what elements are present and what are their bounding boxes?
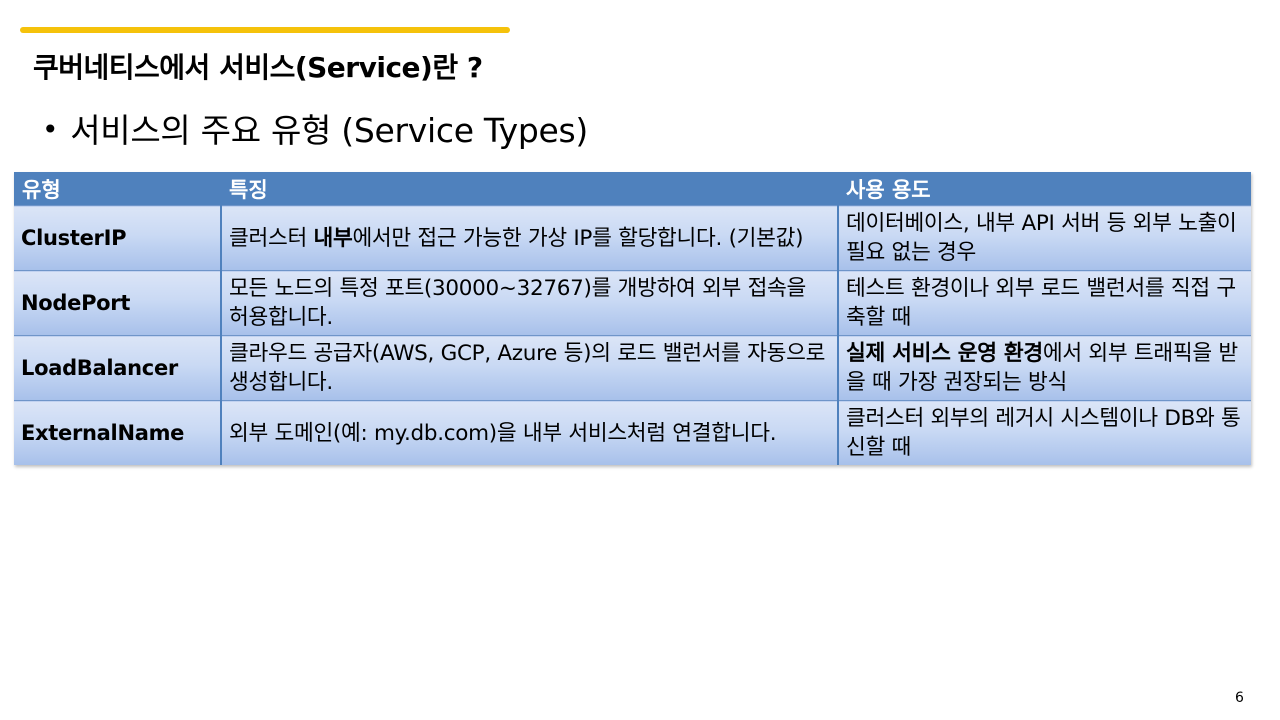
cell-usage: 실제 서비스 운영 환경에서 외부 트래픽을 받을 때 가장 권장되는 방식 [837,335,1251,401]
text: 클러스터 [229,225,314,251]
text: 데이터베이스, 내부 API 서버 등 외부 노출이 필요 없는 경우 [846,211,1237,265]
table-row: LoadBalancer 클라우드 공급자(AWS, GCP, Azure 등)… [14,335,1251,401]
text: 모든 노드의 특정 포트(30000~32767)를 개방하여 외부 접속을 허… [229,276,807,330]
cell-type: NodePort [14,270,221,336]
text: 클라우드 공급자(AWS, GCP, Azure 등)의 로드 밸런서를 자동으… [229,341,826,395]
header-type: 유형 [14,172,221,206]
cell-usage: 데이터베이스, 내부 API 서버 등 외부 노출이 필요 없는 경우 [837,205,1251,271]
text: 테스트 환경이나 외부 로드 밸런서를 직접 구축할 때 [846,276,1236,330]
bullet-item: • 서비스의 주요 유형 (Service Types) [42,104,588,152]
cell-type: LoadBalancer [14,335,221,401]
table-row: NodePort 모든 노드의 특정 포트(30000~32767)를 개방하여… [14,270,1251,336]
header-feature: 특징 [221,172,838,206]
text: 외부 도메인(예: my.db.com)을 내부 서비스처럼 연결합니다. [229,420,777,446]
accent-bar [20,27,510,33]
bullet-dot-icon: • [42,113,59,146]
cell-type: ClusterIP [14,205,221,271]
cell-feature: 모든 노드의 특정 포트(30000~32767)를 개방하여 외부 접속을 허… [220,270,838,336]
cell-usage: 테스트 환경이나 외부 로드 밸런서를 직접 구축할 때 [837,270,1251,336]
slide-title: 쿠버네티스에서 서비스(Service)란 ? [33,51,483,84]
bold-text: 실제 서비스 운영 환경 [846,341,1043,366]
page-number: 6 [1235,690,1244,706]
cell-feature: 외부 도메인(예: my.db.com)을 내부 서비스처럼 연결합니다. [220,400,838,465]
header-usage: 사용 용도 [838,172,1251,206]
table-header-row: 유형 특징 사용 용도 [14,172,1251,206]
bullet-text: 서비스의 주요 유형 (Service Types) [70,111,588,150]
table-row: ExternalName 외부 도메인(예: my.db.com)을 내부 서비… [14,400,1251,465]
text: 에서만 접근 가능한 가상 IP를 할당합니다. (기본값) [352,225,804,251]
table-row: ClusterIP 클러스터 내부에서만 접근 가능한 가상 IP를 할당합니다… [14,205,1251,271]
cell-usage: 클러스터 외부의 레거시 시스템이나 DB와 통신할 때 [837,400,1251,465]
text: 클러스터 외부의 레거시 시스템이나 DB와 통신할 때 [846,406,1241,460]
service-types-table: 유형 특징 사용 용도 ClusterIP 클러스터 내부에서만 접근 가능한 … [14,172,1251,465]
cell-type: ExternalName [14,400,221,465]
cell-feature: 클러스터 내부에서만 접근 가능한 가상 IP를 할당합니다. (기본값) [220,205,838,271]
bold-text: 내부 [313,225,353,251]
text: 에서 외부 트래픽을 받을 때 가장 권장되는 방식 [846,341,1238,395]
cell-feature: 클라우드 공급자(AWS, GCP, Azure 등)의 로드 밸런서를 자동으… [220,335,838,401]
